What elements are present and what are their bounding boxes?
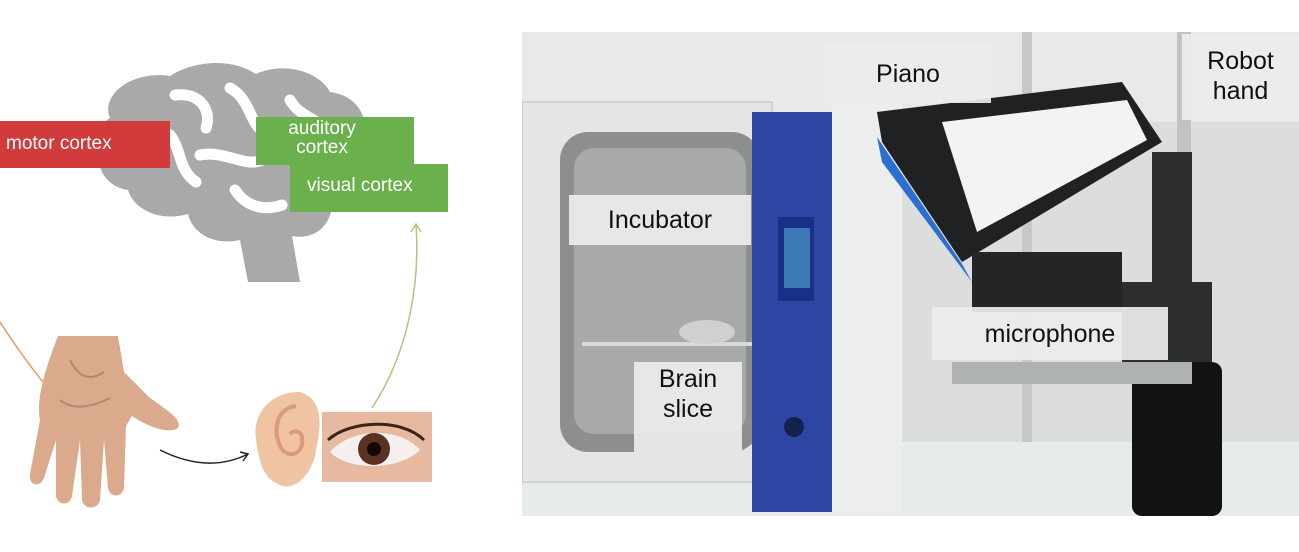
- motor-cortex-label: motor cortex: [0, 121, 170, 168]
- visual-cortex-label: visual cortex: [290, 164, 448, 212]
- piano-icon: [877, 82, 1162, 282]
- hand-icon: [29, 336, 179, 508]
- auditory-cortex-line2: cortex: [296, 137, 348, 158]
- motor-arrow: [0, 321, 51, 391]
- piano-text: Piano: [876, 60, 940, 88]
- visual-cortex-text: visual cortex: [307, 175, 413, 196]
- robot-hand-label: Robot hand: [1182, 34, 1299, 120]
- hand-to-ear-arrow: [159, 449, 249, 464]
- eye-to-visual-arrow: [371, 224, 418, 409]
- eye-icon: [322, 412, 432, 482]
- incubator-label: Incubator: [569, 195, 751, 245]
- auditory-cortex-label: auditory cortex: [256, 117, 414, 165]
- motor-cortex-text: motor cortex: [6, 133, 112, 154]
- brain-slice-label: Brain slice: [634, 362, 742, 452]
- robot-hand-line1: Robot: [1207, 47, 1274, 75]
- diagram-graphics: [0, 62, 432, 508]
- brain-slice-line1: Brain: [658, 365, 718, 393]
- ear-icon: [255, 392, 320, 487]
- lab-photo: Piano Robot hand Incubator Brain slice m…: [522, 32, 1299, 516]
- microphone-label: microphone: [932, 307, 1168, 360]
- piano-label: Piano: [825, 43, 991, 103]
- microphone-text: microphone: [984, 320, 1116, 348]
- auditory-cortex-line1: auditory: [288, 118, 356, 139]
- brain-slice-line2: slice: [662, 395, 713, 423]
- robot-hand-line2: hand: [1212, 77, 1269, 105]
- incubator-text: Incubator: [607, 206, 713, 234]
- brain-diagram: motor cortex auditory cortex visual cort…: [0, 0, 500, 552]
- robot-hand-icon: [972, 152, 1222, 516]
